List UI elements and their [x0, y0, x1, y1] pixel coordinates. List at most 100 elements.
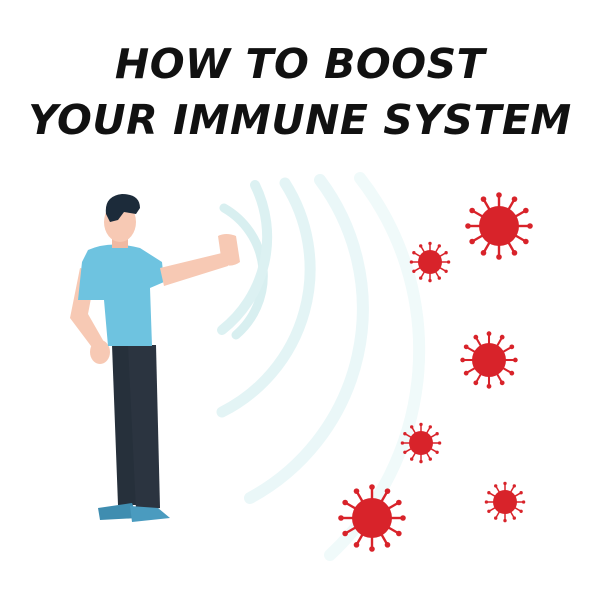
virus-spike-tip [428, 457, 432, 461]
virus-spike-tip [494, 516, 498, 520]
virus-body [409, 431, 433, 455]
person-arm-extended [160, 252, 228, 286]
virus-spike-tip [512, 516, 516, 520]
virus-body [418, 250, 442, 274]
virus-body [479, 206, 519, 246]
virus-icon [409, 241, 451, 283]
virus-spike-tip [400, 515, 406, 521]
virus-spike-tip [396, 499, 402, 506]
virus-spike-tip [444, 251, 448, 255]
virus-spike-tip [446, 260, 451, 264]
virus-spike-tip [512, 484, 516, 488]
virus-spike-tip [384, 542, 391, 548]
virus-spike-tip [419, 244, 423, 248]
virus-spike-tip [463, 344, 469, 350]
virus-spike-tip [419, 276, 423, 280]
person-hand-back [90, 340, 110, 364]
virus-spike-tip [527, 223, 533, 229]
wave-4 [244, 174, 369, 504]
virus-spike-tip [473, 334, 479, 340]
virus-spike-tip [437, 441, 442, 445]
virus-spike-tip [523, 238, 529, 245]
virus-spike-tip [473, 380, 479, 386]
virus-spike-tip [444, 269, 448, 273]
headline-line-2: YOUR IMMUNE SYSTEM [28, 96, 572, 144]
virus-spike-tip [428, 278, 432, 283]
virus-spike-tip [519, 509, 523, 513]
virus-spike-tip [384, 488, 391, 494]
wave-3 [216, 177, 316, 418]
virus-spike-tip [511, 250, 518, 256]
virus-spike-tip [503, 518, 507, 523]
virus-spike-tip [463, 370, 469, 376]
virus-spike-tip [503, 481, 507, 486]
virus-spike-tip [486, 331, 492, 337]
virus-spike-tip [480, 196, 487, 202]
virus-spike-tip [496, 254, 502, 260]
virus-body [493, 490, 517, 514]
virus-spike-tip [412, 251, 416, 255]
virus-spike-tip [412, 269, 416, 273]
virus-spike-tip [499, 334, 505, 340]
person-arm-back [70, 268, 104, 350]
person-hair [105, 194, 140, 222]
person-shoe-back [98, 503, 138, 520]
virus-spike-tip [342, 499, 348, 506]
virus-spike-tip [509, 370, 515, 376]
headline-line-1: HOW TO BOOST [114, 40, 486, 88]
person-leg-front [128, 345, 160, 510]
virus-spike-tip [342, 530, 348, 537]
virus-spike-tip [499, 380, 505, 386]
virus-icon [460, 331, 518, 389]
person-shoe-front [130, 506, 170, 522]
virus-spike-tip [486, 383, 492, 389]
virus-spike-tip [437, 244, 441, 248]
virus-spike-tip [353, 488, 360, 494]
virus-icon [400, 422, 442, 464]
person-icon [70, 194, 240, 522]
virus-spike-tip [419, 459, 423, 464]
virus-spike-tip [437, 276, 441, 280]
virus-spike-tip [509, 344, 515, 350]
virus-spike-tip [521, 500, 526, 504]
virus-spike-tip [369, 484, 375, 490]
virus-spike-tip [419, 422, 423, 427]
virus-spike-tip [469, 238, 475, 245]
virus-spike-tip [484, 500, 489, 504]
virus-spike-tip [353, 542, 360, 548]
person-shirt [78, 244, 164, 346]
virus-spike-tip [396, 530, 402, 537]
virus-spike-tip [496, 192, 502, 198]
virus-spike-tip [400, 441, 405, 445]
virus-spike-tip [369, 546, 375, 552]
virus-spike-tip [480, 250, 487, 256]
virus-spike-tip [487, 491, 491, 495]
virus-spike-tip [435, 450, 439, 454]
virus-spike-tip [465, 223, 471, 229]
virus-spike-tip [410, 425, 414, 429]
virus-spike-tip [512, 357, 518, 363]
virus-body [472, 343, 506, 377]
virus-icon [338, 484, 406, 552]
virus-icon [484, 481, 526, 523]
virus-spike-tip [487, 509, 491, 513]
virus-body [352, 498, 392, 538]
shield-wave-icon [216, 172, 426, 561]
virus-spike-tip [469, 207, 475, 214]
virus-group [338, 192, 533, 552]
virus-spike-tip [511, 196, 518, 202]
virus-spike-tip [435, 432, 439, 436]
virus-spike-tip [403, 432, 407, 436]
wave-2 [217, 180, 273, 335]
virus-spike-tip [523, 207, 529, 214]
person-hand-raised [218, 234, 240, 266]
virus-spike-tip [428, 241, 432, 246]
virus-spike-tip [410, 457, 414, 461]
virus-icon [465, 192, 533, 260]
virus-spike-tip [403, 450, 407, 454]
virus-spike-tip [338, 515, 344, 521]
virus-spike-tip [519, 491, 523, 495]
virus-spike-tip [428, 425, 432, 429]
